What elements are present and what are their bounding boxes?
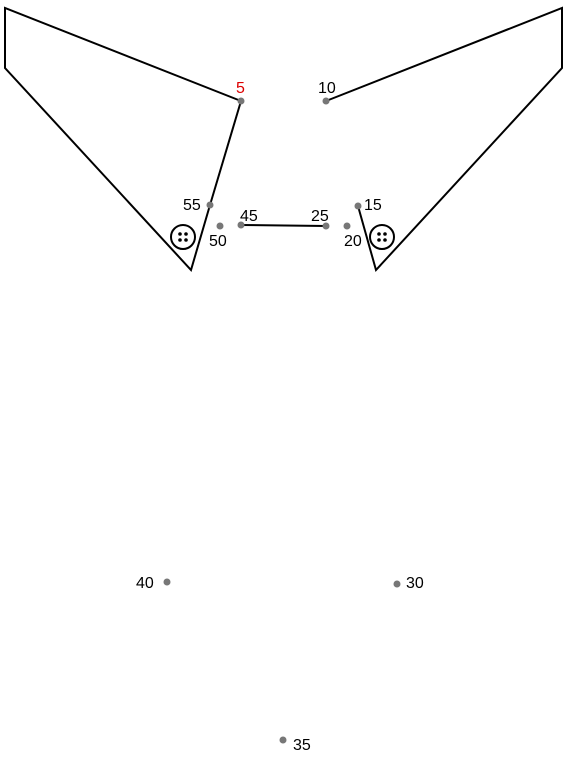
dot-marker[interactable] — [237, 221, 245, 229]
dot-marker[interactable] — [354, 202, 362, 210]
dot-label: 45 — [240, 208, 258, 225]
dot-marker[interactable] — [343, 222, 351, 230]
dot-55[interactable]: 55 — [183, 197, 214, 214]
dot-30[interactable]: 30 — [393, 575, 424, 592]
dot-25[interactable]: 25 — [311, 208, 330, 230]
dot-marker[interactable] — [237, 97, 245, 105]
left-collar-edge-line — [209, 100, 242, 206]
dot-label: 10 — [318, 80, 336, 97]
dot-label: 55 — [183, 197, 201, 214]
dot-marker[interactable] — [279, 736, 287, 744]
dot-marker[interactable] — [163, 578, 171, 586]
dot-10[interactable]: 10 — [318, 80, 336, 105]
dot-20[interactable]: 20 — [343, 222, 362, 251]
dot-marker[interactable] — [322, 222, 330, 230]
dot-label: 50 — [209, 233, 227, 250]
dot-marker[interactable] — [322, 97, 330, 105]
neck-band-line — [240, 224, 327, 227]
dot-marker[interactable] — [393, 580, 401, 588]
dot-label: 20 — [344, 233, 362, 250]
right-button-icon — [369, 224, 395, 250]
dot-35[interactable]: 35 — [279, 736, 311, 755]
dot-label: 15 — [364, 197, 382, 214]
dot-40[interactable]: 40 — [136, 575, 171, 592]
dot-5[interactable]: 5 — [236, 80, 245, 105]
dot-50[interactable]: 50 — [209, 222, 227, 251]
dot-label: 25 — [311, 208, 329, 225]
dot-label: 40 — [136, 575, 154, 592]
dot-15[interactable]: 15 — [354, 197, 382, 214]
dots-layer: 5 10 15 20 25 30 35 40 45 50 55 — [136, 80, 424, 754]
dot-45[interactable]: 45 — [237, 208, 258, 229]
left-collar-outline — [4, 6, 242, 272]
dot-marker[interactable] — [216, 222, 224, 230]
dot-label: 35 — [293, 737, 311, 754]
start-dot-label: 5 — [236, 80, 245, 97]
left-button-icon — [170, 224, 196, 250]
dot-marker[interactable] — [206, 201, 214, 209]
dot-label: 30 — [406, 575, 424, 592]
right-collar-outline — [325, 6, 563, 272]
